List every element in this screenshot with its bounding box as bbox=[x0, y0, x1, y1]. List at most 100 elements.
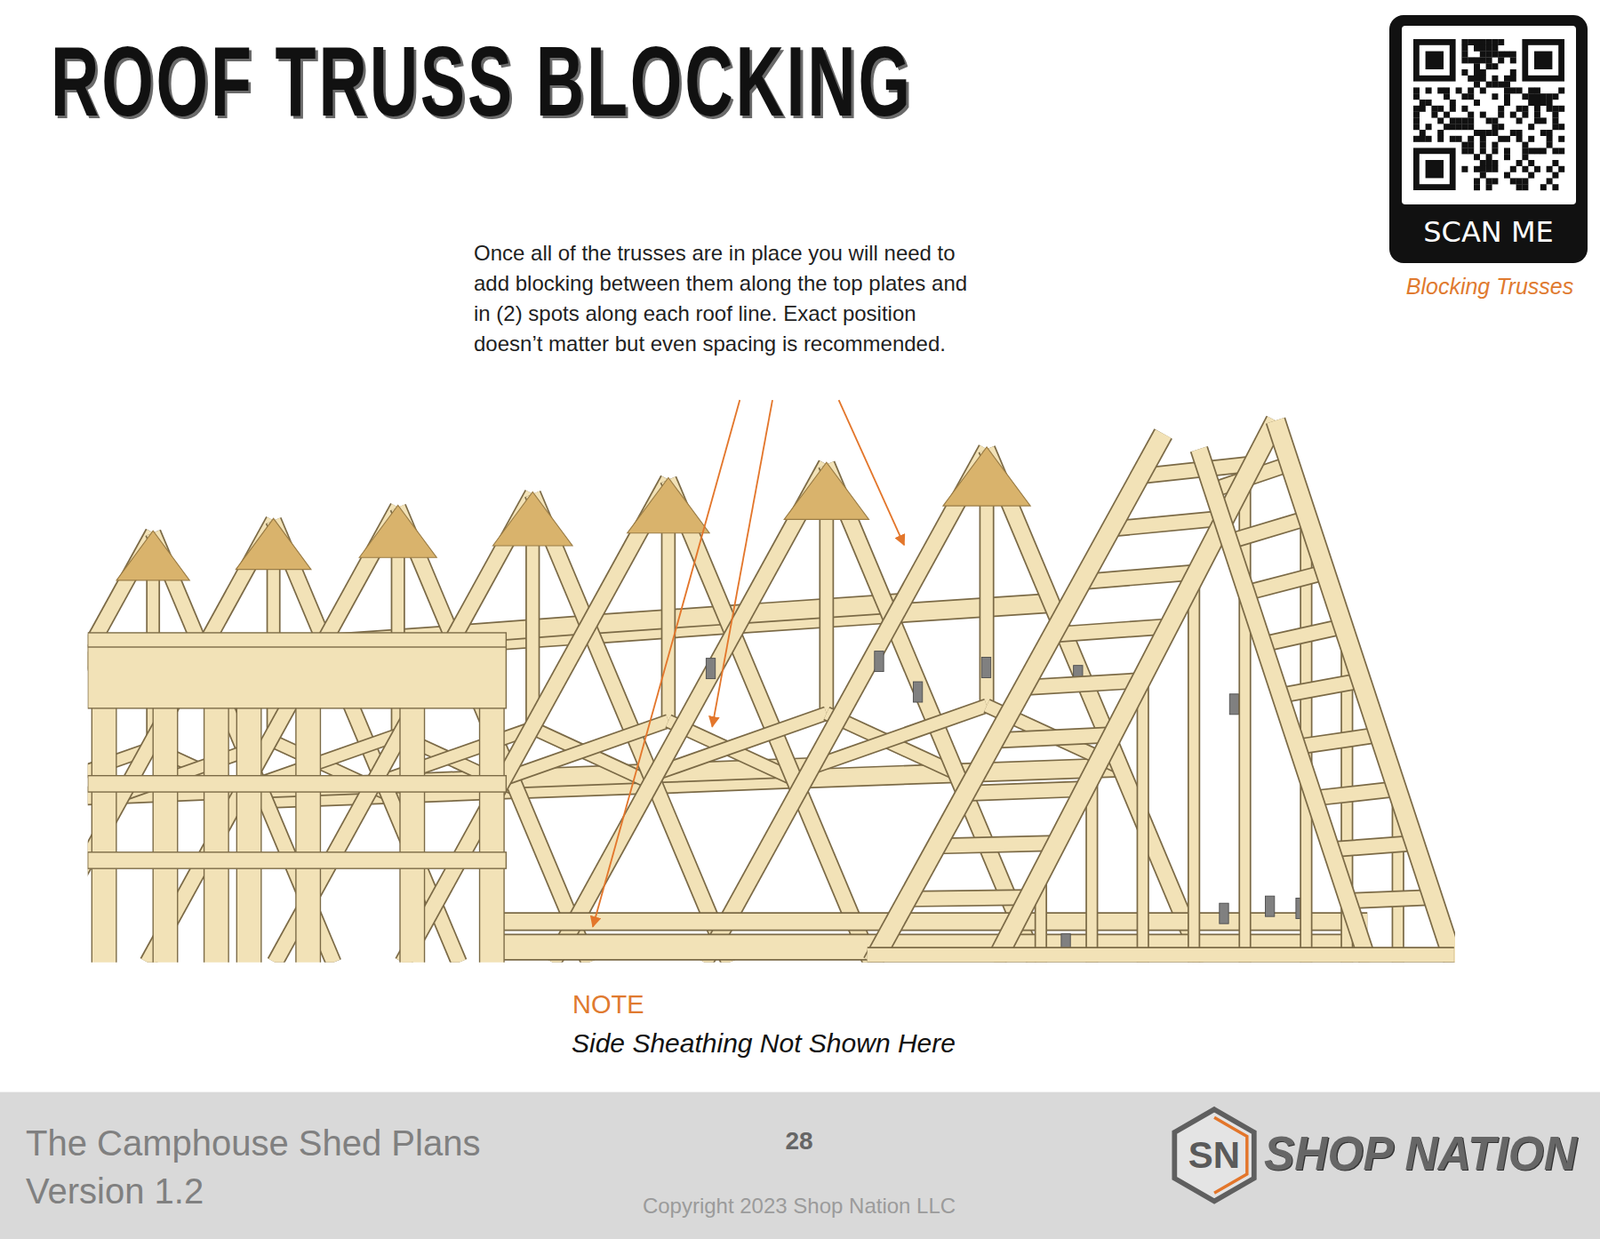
framing-drawing bbox=[88, 420, 1455, 963]
qr-module bbox=[1552, 117, 1559, 124]
qr-module bbox=[1461, 45, 1468, 52]
lumber-board bbox=[402, 480, 669, 963]
board-edge bbox=[994, 735, 1113, 741]
lumber-board bbox=[480, 704, 505, 963]
qr-module bbox=[1558, 87, 1565, 94]
lumber-board bbox=[88, 632, 507, 648]
qr-module bbox=[1497, 51, 1504, 58]
lumber-board bbox=[1111, 518, 1225, 529]
osb-gusset bbox=[784, 462, 869, 520]
hurricane-tie bbox=[1219, 903, 1229, 924]
qr-module bbox=[1528, 147, 1535, 154]
qr-module bbox=[1486, 56, 1493, 64]
board-edge bbox=[1348, 897, 1433, 902]
page-title: ROOF TRUSS BLOCKING bbox=[50, 32, 913, 132]
qr-module bbox=[1467, 56, 1474, 64]
osb-gusset bbox=[116, 530, 190, 581]
qr-module bbox=[1419, 129, 1426, 136]
qr-module bbox=[1534, 147, 1541, 154]
qr-module bbox=[1425, 123, 1432, 130]
lumber-board bbox=[152, 704, 178, 963]
hurricane-tie bbox=[981, 656, 991, 678]
lumber-board bbox=[88, 645, 507, 709]
qr-finder bbox=[1419, 153, 1450, 184]
leader-line bbox=[712, 400, 773, 727]
board-edge bbox=[1024, 680, 1142, 688]
qr-module bbox=[1437, 105, 1444, 112]
logo-monogram: SN bbox=[1188, 1134, 1240, 1177]
qr-module bbox=[1449, 105, 1456, 112]
qr-module bbox=[1534, 99, 1541, 106]
lumber-board bbox=[1024, 680, 1142, 688]
plan-name: The Camphouse Shed Plans bbox=[25, 1122, 480, 1164]
lumber-board bbox=[147, 507, 399, 963]
board-edge bbox=[907, 897, 1029, 900]
qr-finder bbox=[1413, 147, 1456, 191]
qr-module bbox=[1491, 166, 1498, 173]
qr-module bbox=[1534, 166, 1541, 173]
qr-module bbox=[1504, 147, 1511, 154]
qr-module bbox=[1521, 166, 1528, 173]
qr-module bbox=[1486, 166, 1493, 173]
board-face bbox=[936, 843, 1056, 847]
qr-module bbox=[1443, 112, 1450, 119]
board-face bbox=[1313, 789, 1397, 799]
hurricane-tie bbox=[1229, 694, 1239, 715]
qr-module bbox=[1546, 129, 1553, 136]
qr-module bbox=[1461, 39, 1468, 46]
qr-module bbox=[1456, 117, 1463, 124]
qr-module bbox=[1480, 45, 1487, 52]
qr-module bbox=[1467, 75, 1474, 82]
board-edge bbox=[1052, 626, 1169, 635]
lumber-board bbox=[552, 464, 827, 962]
qr-module bbox=[1540, 147, 1547, 154]
qr-module bbox=[1540, 99, 1547, 106]
board-edge bbox=[1296, 735, 1379, 748]
qr-module bbox=[1486, 39, 1493, 46]
qr-module bbox=[1467, 147, 1474, 154]
qr-module bbox=[1413, 112, 1420, 119]
lumber-board bbox=[236, 704, 262, 963]
qr-module bbox=[1546, 177, 1553, 184]
hurricane-tie bbox=[705, 658, 715, 680]
qr-module bbox=[1534, 93, 1541, 100]
qr-module bbox=[1516, 105, 1523, 112]
qr-module bbox=[1425, 136, 1432, 143]
qr-module bbox=[1419, 105, 1426, 112]
board-edge bbox=[1246, 572, 1326, 593]
qr-module bbox=[1467, 39, 1474, 46]
qr-module bbox=[1443, 93, 1450, 100]
qr-module bbox=[1546, 142, 1553, 149]
lumber-board bbox=[1263, 626, 1344, 645]
qr-module bbox=[1497, 81, 1504, 88]
qr-module bbox=[1449, 136, 1456, 143]
qr-module bbox=[1486, 129, 1493, 136]
qr-module bbox=[1558, 147, 1565, 154]
qr-module bbox=[1467, 93, 1474, 100]
qr-module bbox=[1480, 129, 1487, 136]
qr-module bbox=[1480, 160, 1487, 167]
lumber-board bbox=[994, 420, 1276, 963]
qr-module bbox=[1491, 147, 1498, 154]
board-edge bbox=[888, 603, 1051, 615]
board-face bbox=[1330, 843, 1415, 850]
qr-module bbox=[1413, 117, 1420, 124]
qr-module bbox=[1491, 63, 1498, 70]
qr-module bbox=[1546, 166, 1553, 173]
board-edge bbox=[1136, 682, 1150, 963]
gable-end-frame bbox=[867, 420, 1455, 963]
qr-module bbox=[1504, 99, 1511, 106]
qr-module bbox=[1552, 147, 1559, 154]
qr-module bbox=[1480, 69, 1487, 76]
qr-module bbox=[1486, 63, 1493, 70]
lumber-board bbox=[1142, 682, 1144, 963]
qr-module bbox=[1521, 153, 1528, 160]
board-face bbox=[1229, 518, 1308, 542]
qr-module bbox=[1540, 93, 1547, 100]
lumber-board bbox=[88, 852, 507, 869]
qr-module bbox=[1521, 112, 1528, 119]
qr-module bbox=[1480, 75, 1487, 82]
instruction-callout: Once all of the trusses are in place you… bbox=[473, 238, 968, 360]
qr-module bbox=[1486, 117, 1493, 124]
lumber-board bbox=[867, 954, 1455, 956]
